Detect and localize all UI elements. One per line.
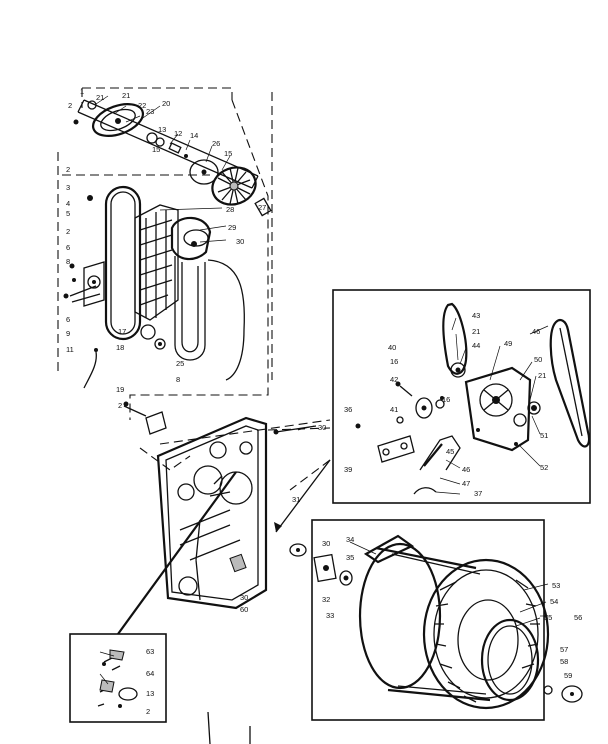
callout-35: 35 xyxy=(346,553,354,562)
callout-40: 40 xyxy=(388,343,396,352)
drum-leader-line xyxy=(275,459,331,533)
callout-18: 18 xyxy=(116,343,124,352)
stray-line-a xyxy=(207,711,211,744)
callout-8: 8 xyxy=(66,257,70,266)
callout-29: 29 xyxy=(228,223,236,232)
callout-26: 26 xyxy=(212,139,220,148)
callout-17: 17 xyxy=(118,327,126,336)
callout-21: 21 xyxy=(96,93,104,102)
callout-59: 59 xyxy=(564,671,572,680)
callout-20: 20 xyxy=(162,99,170,108)
callout-15: 15 xyxy=(224,149,232,158)
drum-box xyxy=(311,519,583,721)
callout-53: 53 xyxy=(552,581,560,590)
callout-22: 22 xyxy=(138,101,146,110)
callout-13: 13 xyxy=(158,125,166,134)
callout-31: 31 xyxy=(292,495,300,504)
callout-6: 6 xyxy=(66,243,70,252)
callout-6: 6 xyxy=(66,315,70,324)
callout-21: 21 xyxy=(472,327,480,336)
blower-wheel-icon xyxy=(211,166,272,217)
callout-46: 46 xyxy=(532,327,540,336)
callout-32: 32 xyxy=(322,595,330,604)
callout-21: 21 xyxy=(538,371,546,380)
callout-63: 63 xyxy=(146,647,154,656)
callout-41: 41 xyxy=(390,405,398,414)
rear-panel-icon xyxy=(123,401,268,610)
callout-51: 51 xyxy=(540,431,548,440)
callout-2: 2 xyxy=(68,101,72,110)
callout-21: 21 xyxy=(122,91,130,100)
callout-leaders xyxy=(95,95,549,685)
callout-30: 30 xyxy=(322,539,330,548)
callout-30: 30 xyxy=(318,423,326,432)
callout-60: 60 xyxy=(240,605,248,614)
callout-30: 30 xyxy=(236,237,244,246)
callout-56: 56 xyxy=(574,613,582,622)
callout-57: 57 xyxy=(560,645,568,654)
callout-2: 2 xyxy=(118,401,122,410)
callout-5: 5 xyxy=(66,209,70,218)
callout-49: 49 xyxy=(504,339,512,348)
callout-64: 64 xyxy=(146,669,154,678)
washer-31 xyxy=(289,543,307,557)
callout-43: 43 xyxy=(472,311,480,320)
callout-42: 42 xyxy=(390,375,398,384)
callout-27: 27 xyxy=(258,203,266,212)
callout-labels: 1 21 21 2 22 20 23 12 14 13 15 26 15 27 … xyxy=(66,87,582,716)
callout-15: 15 xyxy=(152,145,160,154)
callout-45: 45 xyxy=(446,447,454,456)
callout-44: 44 xyxy=(472,341,480,350)
callout-2: 2 xyxy=(146,707,150,716)
callout-3: 3 xyxy=(66,183,70,192)
callout-34: 34 xyxy=(346,535,354,544)
callout-46: 46 xyxy=(462,465,470,474)
callout-37: 37 xyxy=(474,489,482,498)
callout-2: 2 xyxy=(66,165,70,174)
callout-52: 52 xyxy=(540,463,548,472)
callout-4: 4 xyxy=(66,199,70,208)
callout-50: 50 xyxy=(534,355,542,364)
callout-1: 1 xyxy=(80,87,84,96)
callout-54: 54 xyxy=(550,597,558,606)
callout-16: 16 xyxy=(390,357,398,366)
belt-idler-assembly xyxy=(63,185,245,389)
callout-19: 19 xyxy=(116,385,124,394)
callout-58: 58 xyxy=(560,657,568,666)
callout-11: 11 xyxy=(66,345,74,354)
callout-36: 36 xyxy=(344,405,352,414)
callout-55: 55 xyxy=(544,613,552,622)
callout-16: 16 xyxy=(442,395,450,404)
callout-13: 13 xyxy=(146,689,154,698)
callout-23: 23 xyxy=(146,107,154,116)
callout-30: 30 xyxy=(240,593,248,602)
callout-33: 33 xyxy=(326,611,334,620)
callout-12: 12 xyxy=(174,129,182,138)
callout-14: 14 xyxy=(190,131,198,140)
drum-leader-arrowhead xyxy=(274,522,282,532)
motor-box xyxy=(332,289,591,504)
hardware-box xyxy=(69,633,167,723)
drum-assembly-icon xyxy=(313,534,583,710)
callout-28: 28 xyxy=(226,205,234,214)
callout-2: 2 xyxy=(66,227,70,236)
callout-47: 47 xyxy=(462,479,470,488)
motor-icon xyxy=(464,366,532,452)
panel-leader-line xyxy=(117,471,237,635)
callout-8: 8 xyxy=(176,375,180,384)
blower-assembly xyxy=(73,99,272,217)
callout-25: 25 xyxy=(176,359,184,368)
callout-9: 9 xyxy=(66,329,70,338)
callout-39: 39 xyxy=(344,465,352,474)
